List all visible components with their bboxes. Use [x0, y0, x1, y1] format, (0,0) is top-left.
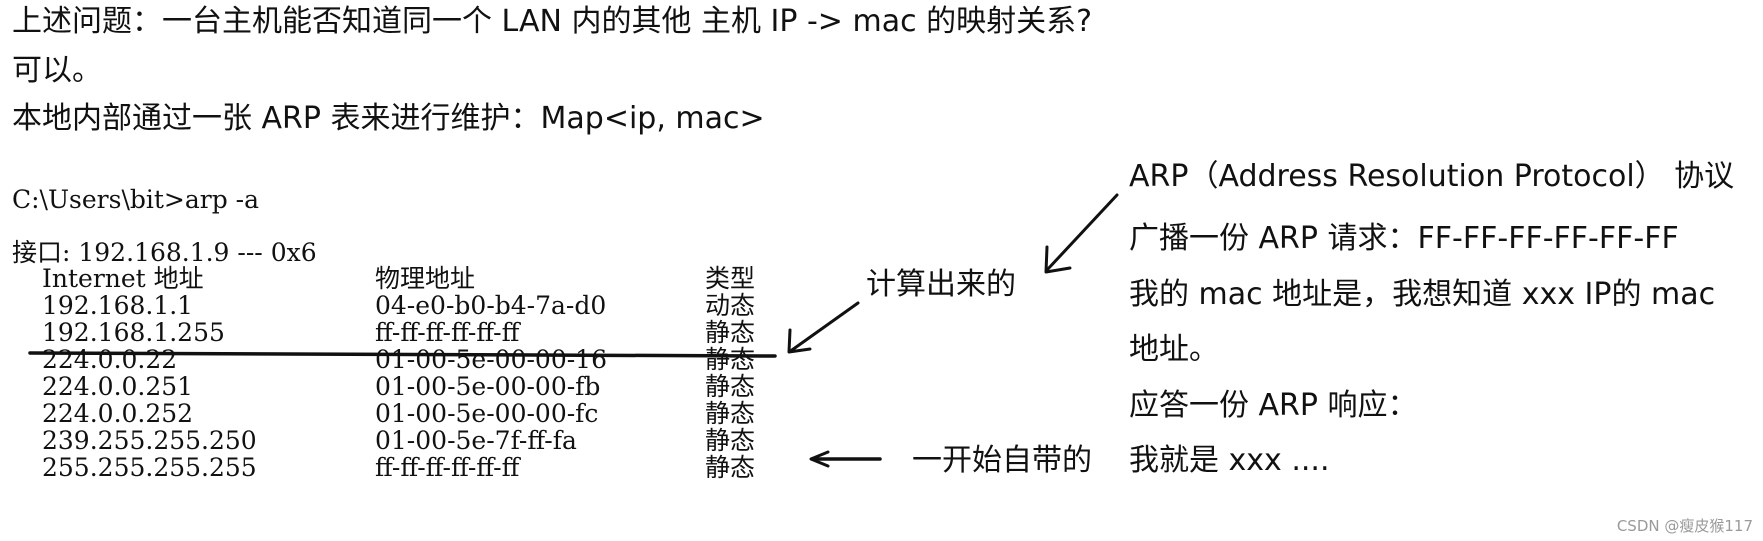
console-prompt: C:\Users\bit>arp -a	[12, 185, 260, 214]
arp-table: Internet 地址 物理地址 类型 192.168.1.1 04-e0-b0…	[0, 264, 760, 504]
console-interface-line: 接口: 192.168.1.9 --- 0x6	[12, 238, 317, 267]
row-ip: 239.255.255.250	[42, 426, 257, 455]
builtin-arrow-icon	[809, 450, 882, 468]
row-type: 静态	[705, 399, 756, 428]
header-ip: Internet 地址	[42, 264, 204, 293]
arp-title: ARP（Address Resolution Protocol） 协议	[1129, 159, 1735, 194]
arp-note-line2: 我的 mac 地址是，我想知道 xxx IP的 mac	[1129, 277, 1716, 312]
arp-note-line3: 地址。	[1129, 332, 1219, 367]
row-ip: 255.255.255.255	[42, 453, 257, 482]
header-type: 类型	[705, 264, 756, 293]
explanation-text: 本地内部通过一张 ARP 表来进行维护：Map<ip, mac>	[12, 101, 765, 136]
row-type: 动态	[705, 291, 756, 320]
arp-note-line4: 应答一份 ARP 响应：	[1129, 388, 1418, 423]
question-text: 上述问题：一台主机能否知道同一个 LAN 内的其他 主机 IP -> mac 的…	[12, 4, 1093, 39]
row-type: 静态	[705, 345, 756, 374]
computed-label: 计算出来的	[866, 267, 1016, 302]
row-type: 静态	[705, 372, 756, 401]
row-ip: 192.168.1.255	[42, 318, 225, 347]
row-type: 静态	[705, 426, 756, 455]
row-ip: 192.168.1.1	[42, 291, 194, 320]
row-type: 静态	[705, 318, 756, 347]
row-type: 静态	[705, 453, 756, 482]
row-mac: 04-e0-b0-b4-7a-d0	[375, 291, 607, 320]
builtin-label: 一开始自带的	[912, 443, 1092, 478]
row-ip: 224.0.0.22	[42, 345, 178, 374]
row-mac: ff-ff-ff-ff-ff-ff	[375, 453, 520, 482]
computed-arrow-icon	[787, 301, 860, 354]
row-mac: 01-00-5e-00-00-16	[375, 345, 607, 374]
arp-note-line5: 我就是 xxx ....	[1129, 443, 1330, 478]
row-mac: 01-00-5e-7f-ff-fa	[375, 426, 577, 455]
row-mac: ff-ff-ff-ff-ff-ff	[375, 318, 520, 347]
row-ip: 224.0.0.251	[42, 372, 194, 401]
divider-line	[28, 351, 777, 358]
row-mac: 01-00-5e-00-00-fc	[375, 399, 599, 428]
header-mac: 物理地址	[375, 264, 476, 293]
answer-text: 可以。	[12, 53, 102, 88]
row-ip: 224.0.0.252	[42, 399, 194, 428]
row-mac: 01-00-5e-00-00-fb	[375, 372, 601, 401]
watermark: CSDN @瘦皮猴117	[1616, 517, 1753, 535]
arp-note-line1: 广播一份 ARP 请求：FF-FF-FF-FF-FF-FF	[1129, 221, 1679, 256]
arp-arrow-icon	[1044, 193, 1119, 274]
